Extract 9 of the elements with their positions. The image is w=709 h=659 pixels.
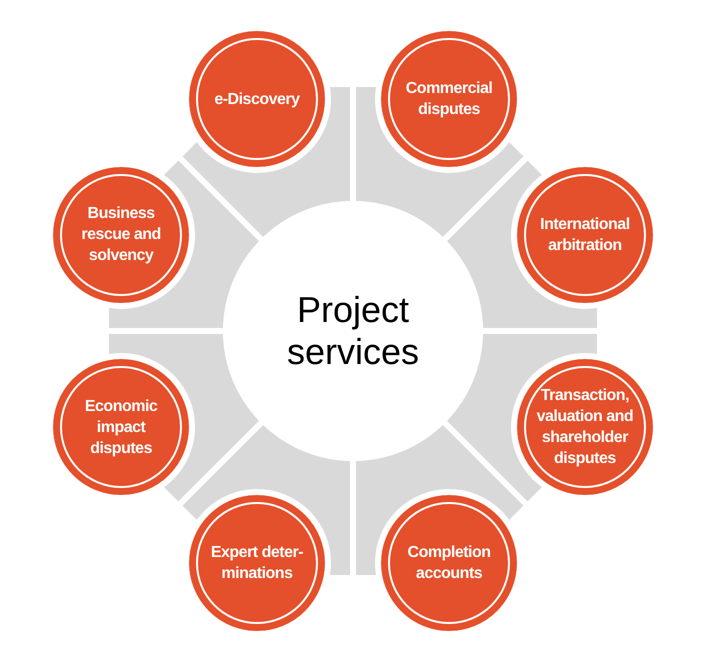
service-label: e-Discovery (213, 90, 300, 110)
service-label: Completion accounts (407, 542, 492, 584)
service-label: Business rescue and solvency (80, 204, 162, 266)
service-label: Transaction, valuation and shareholder disputes (536, 386, 634, 470)
service-label: International arbitration (539, 214, 630, 256)
service-label: Economic impact disputes (84, 396, 158, 459)
service-label: Expert deter- minations (210, 542, 304, 584)
service-label: Commercial disputes (405, 79, 494, 120)
hub-label: Project services (286, 289, 420, 373)
